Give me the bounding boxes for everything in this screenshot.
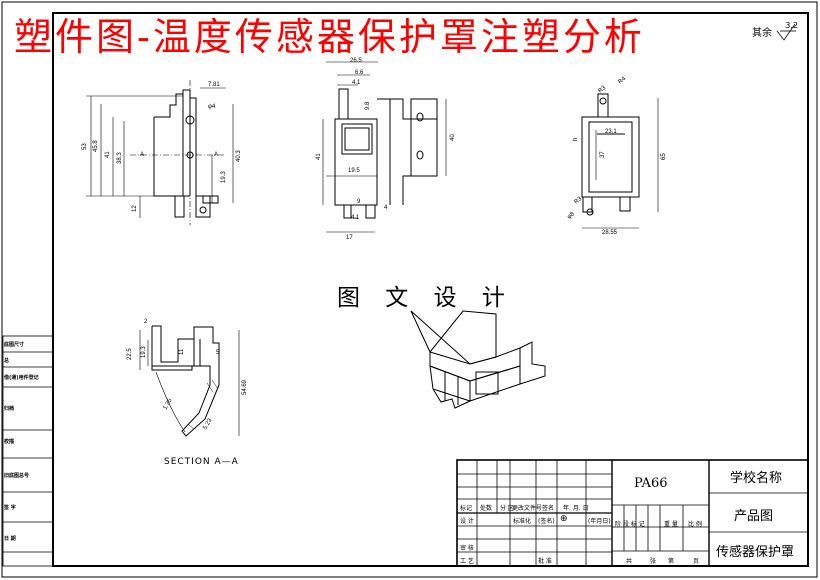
date-label: (年月日) (588, 518, 611, 525)
dim-right-r3-top: R3 (597, 85, 607, 95)
side-cell-3: 归档 (4, 406, 15, 412)
roughness-symbol (776, 23, 796, 41)
dim-side-17: 17 (346, 235, 353, 241)
stage-header-0: 阶 段 标 记 (615, 521, 645, 528)
dim-section-2: 2 (144, 319, 148, 325)
rev-header-0: 标记 (460, 505, 473, 512)
dim-side-6-6: 6.6 (355, 70, 364, 76)
side-cell-5: 旧底图总号 (4, 473, 30, 479)
dim-front-38-3: 38.3 (117, 152, 123, 164)
dim-side-40: 40 (450, 134, 456, 141)
side-view (322, 61, 447, 233)
rev-header-3: 更改文件号 (512, 505, 543, 512)
projection-symbol-icon: ⊕ (560, 514, 568, 524)
section-label: SECTION A—A (164, 457, 239, 467)
side-cell-2: 借(通)用件登记 (4, 375, 39, 381)
sign-label: (签名) (538, 518, 555, 525)
dim-front-40-3: 40.3 (236, 150, 242, 162)
inner-border (52, 12, 809, 567)
side-cell-4: 校描 (4, 439, 15, 445)
school-name: 学校名称 (730, 471, 783, 486)
roughness-label: 其余 (752, 28, 772, 39)
dim-right-23-1: 23.1 (605, 129, 617, 135)
stage-header-2: 比 例 (688, 521, 702, 528)
drawing-title: 塑件图-温度传感器保护罩注塑分析 (14, 15, 645, 59)
part-name: 传感器保护罩 (716, 545, 795, 560)
dim-right-phi8: φ8 (566, 211, 576, 221)
design-label: 设 计 (460, 518, 474, 525)
roughness-note: 其余 3.2 (752, 21, 798, 39)
section-view (139, 325, 240, 437)
review-label: 审 核 (460, 545, 474, 552)
dim-section-19-3: 19.3 (141, 346, 147, 358)
dim-section-22-5: 22.5 (127, 348, 133, 360)
dim-right-r3-bottom: R3 (573, 196, 583, 206)
dim-side-9-8: 9.8 (365, 101, 371, 110)
side-cell-0: 底图尺寸 (4, 342, 25, 348)
section-mark-a-left: A (140, 152, 144, 158)
dim-right-65: 65 (661, 153, 667, 160)
dim-side-4-1-top: 4.1 (352, 80, 361, 86)
sheet-info-3: 页 (693, 558, 700, 565)
approve-label: 批 准 (538, 558, 552, 565)
title-block-grid (456, 459, 809, 567)
rev-header-5: 年. 月. 日 (563, 505, 589, 512)
dim-right-28-55: 28.55 (602, 230, 618, 236)
dim-right-h: h (573, 138, 579, 141)
left-side-table (2, 335, 54, 567)
dim-right-37: 37 (600, 151, 606, 158)
dim-side-26-5: 26.5 (350, 58, 362, 64)
dim-front-19-3: 19.3 (221, 171, 227, 183)
dim-section-1-35: 1.35 (163, 397, 174, 411)
dim-front-phi4: φ4 (208, 104, 216, 110)
section-mark-a-right: A (214, 152, 218, 158)
drawing-type: 产品图 (734, 509, 774, 524)
watermark-text: 图 文 设 计 (337, 285, 514, 311)
dim-front-41: 41 (105, 151, 111, 158)
right-view (581, 93, 659, 229)
front-view (86, 80, 234, 225)
rev-header-1: 处数 (480, 505, 493, 512)
sheet-info-2: 第 (668, 558, 675, 565)
process-label: 工 艺 (460, 558, 474, 565)
dim-front-53: 53 (82, 143, 88, 150)
roughness-value: 3.2 (785, 21, 798, 30)
side-cell-6: 签 字 (4, 505, 16, 511)
dim-section-5: 5 (216, 350, 220, 356)
dim-front-45-8: 45.8 (93, 140, 99, 152)
dim-right-r4: R4 (617, 76, 627, 86)
material-value: PA66 (634, 476, 668, 491)
dim-side-19-5: 19.5 (348, 168, 360, 174)
side-cell-7: 日 期 (4, 536, 16, 542)
sheet-info-0: 共 (626, 558, 633, 565)
dim-side-41: 41 (316, 153, 322, 160)
isometric-view (410, 310, 546, 409)
dim-front-7-81: 7.81 (208, 82, 220, 88)
dim-side-4-1-bottom: 4.1 (351, 215, 360, 221)
stage-header-1: 重 量 (664, 521, 678, 528)
standardized-label: 标准化 (513, 518, 532, 525)
rev-header-2: 分 区 (500, 505, 514, 512)
rev-header-4: 签名 (542, 505, 555, 512)
sheet-info-1: 张 (650, 558, 657, 565)
dim-section-54-69: 54.69 (242, 379, 248, 395)
dim-side-4: 4 (384, 205, 388, 211)
side-cell-1: 总 (4, 358, 10, 364)
dim-section-5-23: 5.23 (203, 417, 214, 431)
dim-front-12: 12 (132, 205, 138, 212)
dim-side-9: 9 (357, 199, 361, 205)
dim-section-11: 11 (179, 348, 185, 355)
